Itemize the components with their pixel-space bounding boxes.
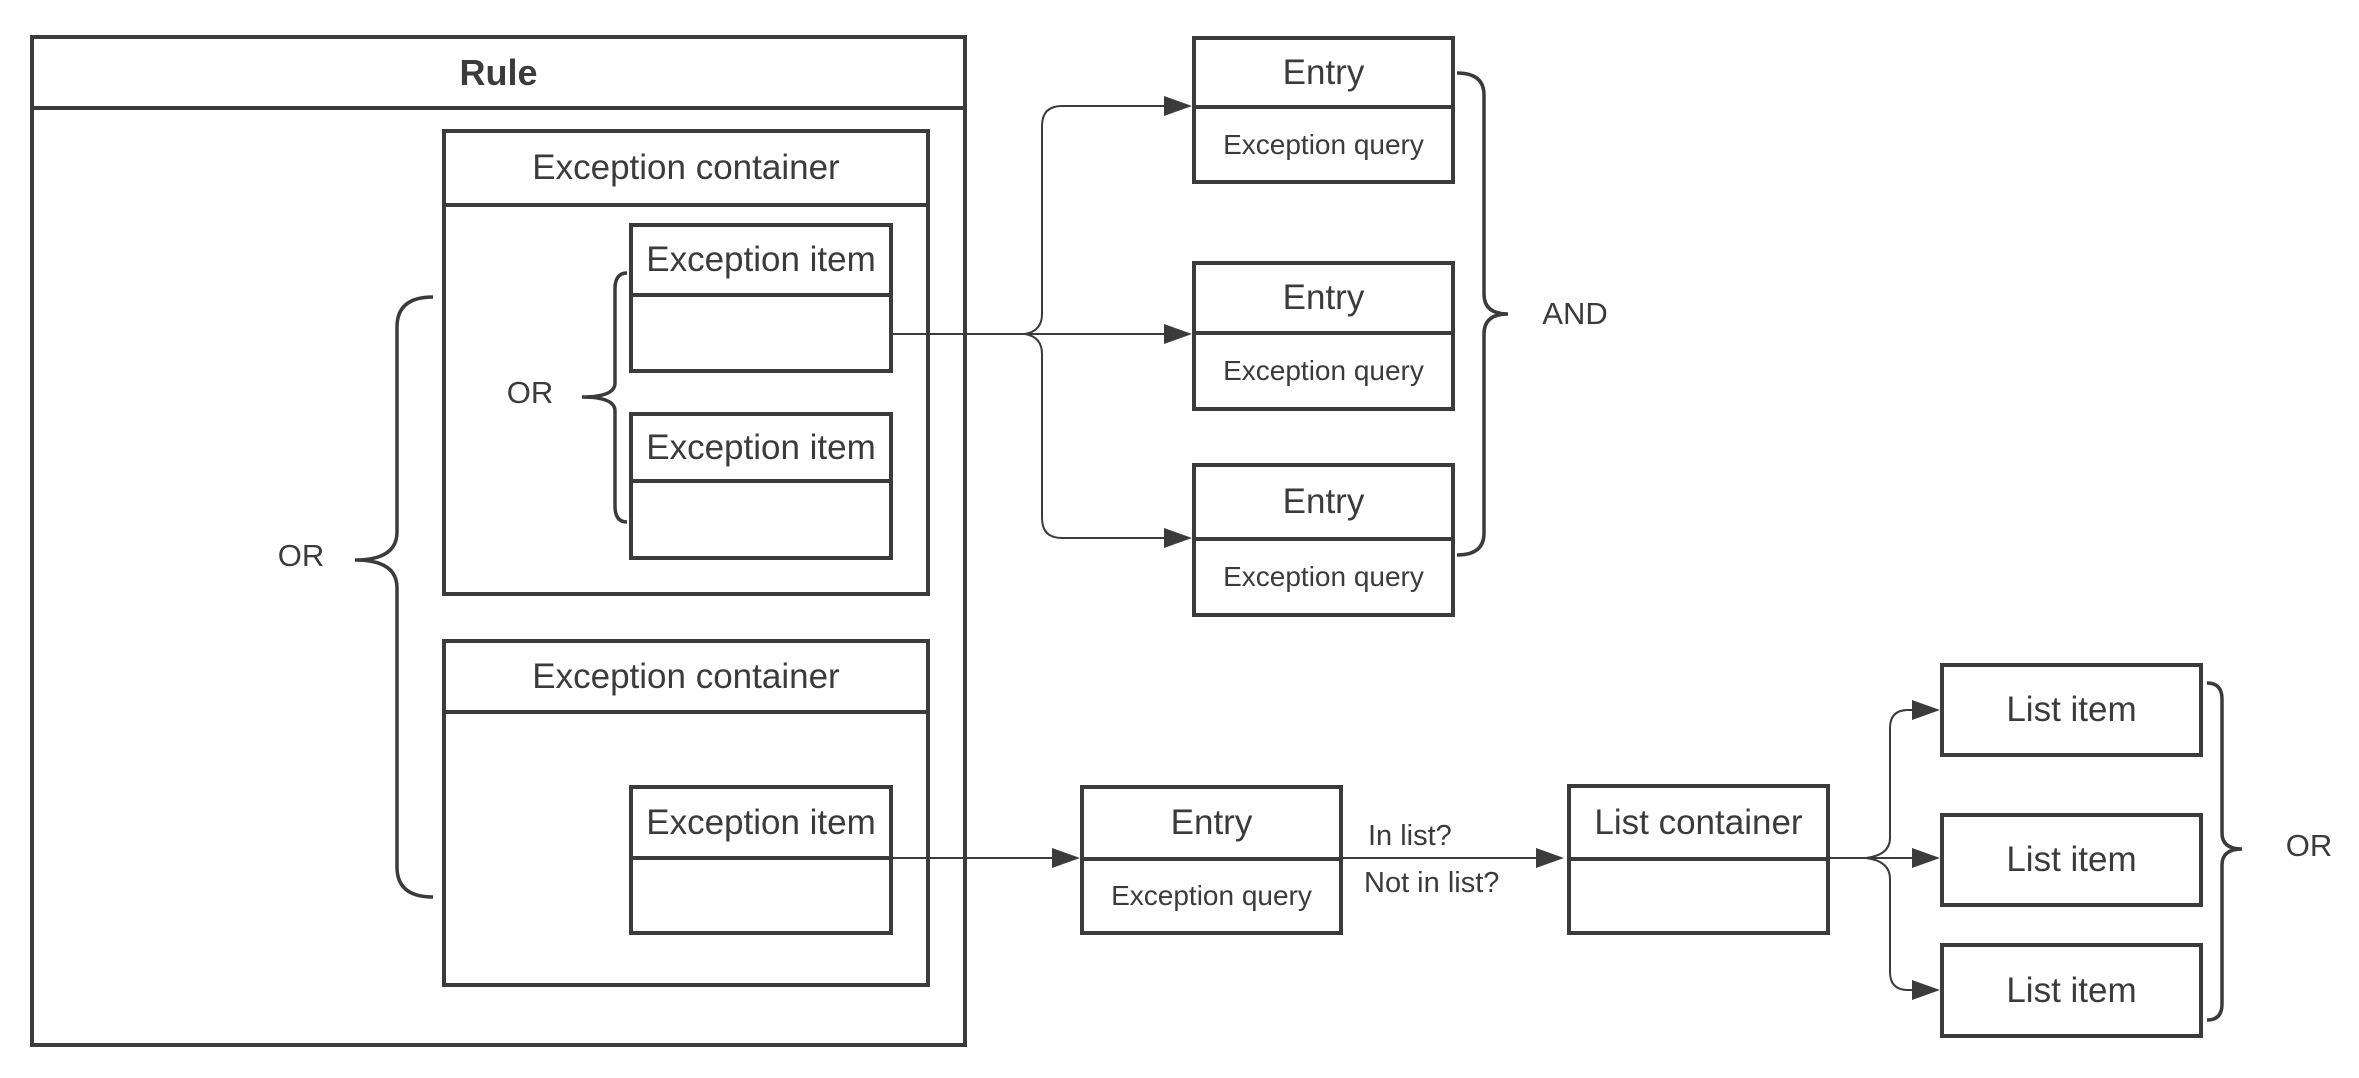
and-brace bbox=[1456, 71, 1509, 557]
arrowhead-list-container bbox=[1536, 848, 1564, 868]
list-item-3: List item bbox=[1940, 943, 2203, 1038]
entry-4-title: Entry bbox=[1084, 789, 1339, 861]
list-container-title: List container bbox=[1571, 788, 1826, 861]
arrowhead-listitem1 bbox=[1912, 700, 1940, 720]
arrowhead-listitem3 bbox=[1912, 980, 1940, 1000]
entry-box-4: Entry Exception query bbox=[1080, 785, 1343, 935]
in-list-edge-label: In list? bbox=[1368, 820, 1452, 852]
entry-1-title: Entry bbox=[1196, 40, 1451, 109]
entry-2-title: Entry bbox=[1196, 265, 1451, 335]
connector-branch-to-listitem3 bbox=[1865, 857, 1912, 991]
entry-box-2: Entry Exception query bbox=[1192, 261, 1455, 411]
entry-2-query-label: Exception query bbox=[1223, 355, 1424, 386]
list-item-2: List item bbox=[1940, 813, 2203, 907]
list-item-2-label: List item bbox=[2006, 840, 2137, 879]
arrowhead-entry1 bbox=[1164, 96, 1192, 116]
entry-box-1: Entry Exception query bbox=[1192, 36, 1455, 184]
entry-3-query-label: Exception query bbox=[1223, 561, 1424, 592]
inner-or-label: OR bbox=[506, 375, 554, 410]
arrowhead-listitem2 bbox=[1912, 848, 1940, 868]
outer-or-label: OR bbox=[277, 538, 325, 573]
exception-item-1-title: Exception item bbox=[633, 227, 889, 297]
arrowhead-entry4 bbox=[1052, 848, 1080, 868]
exception-item-3: Exception item bbox=[629, 785, 893, 935]
list-or-label: OR bbox=[2285, 828, 2333, 863]
entry-4-query-label: Exception query bbox=[1111, 880, 1312, 911]
list-container-box: List container bbox=[1567, 784, 1830, 935]
list-item-1-label: List item bbox=[2006, 690, 2137, 729]
arrowhead-entry3 bbox=[1164, 528, 1192, 548]
exception-item-2: Exception item bbox=[629, 412, 893, 560]
connector-branch-to-entry3 bbox=[1024, 333, 1165, 539]
exception-item-1: Exception item bbox=[629, 223, 893, 373]
entry-3-title: Entry bbox=[1196, 467, 1451, 541]
exception-item-3-title: Exception item bbox=[633, 789, 889, 860]
exception-container-1-title: Exception container bbox=[446, 133, 926, 207]
entry-box-3: Entry Exception query bbox=[1192, 463, 1455, 617]
connector-branch-to-entry1 bbox=[1024, 105, 1165, 335]
rule-title: Rule bbox=[34, 39, 963, 110]
exception-container-2-title: Exception container bbox=[446, 643, 926, 714]
list-item-1: List item bbox=[1940, 663, 2203, 757]
entry-1-query-label: Exception query bbox=[1223, 128, 1424, 160]
list-or-brace bbox=[2206, 681, 2243, 1022]
not-in-list-edge-label: Not in list? bbox=[1364, 867, 1500, 899]
list-item-3-label: List item bbox=[2006, 970, 2137, 1010]
connector-branch-to-listitem1 bbox=[1865, 709, 1912, 859]
arrowhead-entry2 bbox=[1164, 324, 1192, 344]
exception-item-2-title: Exception item bbox=[633, 416, 889, 483]
and-label: AND bbox=[1542, 296, 1608, 331]
